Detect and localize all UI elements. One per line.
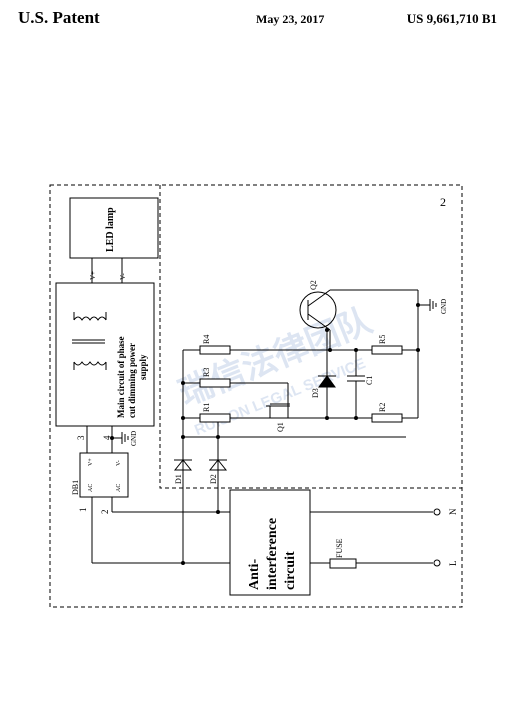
db1-vplus: V+ <box>88 458 94 466</box>
terminal-n-label: N <box>448 508 458 515</box>
q1-label: Q1 <box>276 422 285 432</box>
main-circuit-line1: Main circuit of phase <box>116 336 126 418</box>
pin-2: 2 <box>100 510 110 515</box>
patent-header-number: US 9,661,710 B1 <box>406 11 497 26</box>
zener-d3 <box>318 375 336 388</box>
led-vplus-label: V+ <box>89 271 97 280</box>
transistor-q2 <box>299 291 337 329</box>
anti-line1: Anti- <box>247 559 262 590</box>
db1-ac2: AC <box>116 484 122 492</box>
main-circuit-box <box>55 282 155 427</box>
resistor-r1 <box>199 413 231 423</box>
resistor-r2 <box>371 413 403 423</box>
d2-label: D2 <box>209 474 218 484</box>
db1-vminus: V- <box>116 460 122 466</box>
anti-line3: circuit <box>283 551 298 590</box>
db1-label: DB1 <box>71 480 80 495</box>
terminal-l-label: L <box>448 561 458 567</box>
r1-label: R1 <box>202 403 211 412</box>
r2-label: R2 <box>378 403 387 412</box>
diode-d2 <box>208 459 228 471</box>
anti-line2: interference <box>265 518 280 590</box>
resistor-r3 <box>199 378 231 388</box>
r5-label: R5 <box>378 335 387 344</box>
main-circuit-line2: cut dimming power <box>127 343 137 418</box>
pin-4: 4 <box>102 435 112 440</box>
module-label-2: 2 <box>440 195 446 209</box>
pin-1: 1 <box>78 508 88 513</box>
diode-d1 <box>173 459 193 471</box>
gnd-label-left: GND <box>130 431 138 446</box>
main-circuit-line3: supply <box>138 354 148 380</box>
d3-label: D3 <box>311 388 320 398</box>
anti-interference-box <box>229 489 311 596</box>
led-lamp-label: LED lamp <box>105 207 116 252</box>
patent-header-title: U.S. Patent <box>18 8 100 27</box>
gnd-label-right: GND <box>440 299 448 314</box>
terminal-n <box>433 508 441 516</box>
transformer-symbol <box>72 312 107 370</box>
r4-label: R4 <box>202 335 211 344</box>
pin-3: 3 <box>76 435 86 440</box>
terminal-l <box>433 559 441 567</box>
fuse <box>329 558 357 569</box>
mosfet-q1 <box>266 383 290 418</box>
q2-label: Q2 <box>309 280 318 290</box>
fuse-label: FUSE <box>335 538 344 558</box>
resistor-r5 <box>371 345 403 355</box>
d1-label: D1 <box>174 474 183 484</box>
c1-label: C1 <box>365 376 374 385</box>
led-vminus-label: V- <box>119 273 127 280</box>
resistor-r4 <box>199 345 231 355</box>
outer-dashed-frame <box>49 184 463 608</box>
bridge-rectifier-db1 <box>79 452 129 498</box>
junction-dots <box>110 303 420 565</box>
module-2-frame <box>159 185 462 489</box>
r3-label: R3 <box>202 368 211 377</box>
led-lamp-box <box>69 197 159 259</box>
db1-ac1: AC <box>88 484 94 492</box>
patent-header-date: May 23, 2017 <box>256 12 325 26</box>
